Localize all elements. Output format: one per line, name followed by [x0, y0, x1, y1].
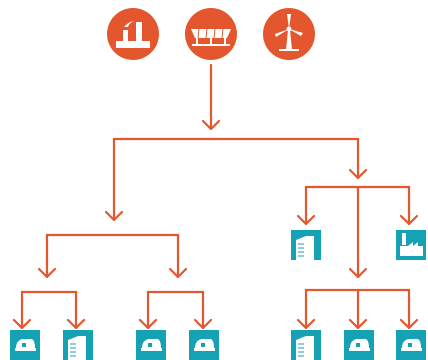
consumer-house-1 — [10, 330, 40, 360]
house-icon — [15, 339, 36, 351]
wind-turbine-icon — [275, 14, 303, 51]
factory-icon — [400, 233, 423, 256]
consumer-factory-1 — [396, 230, 426, 260]
arrowheads — [12, 119, 419, 330]
house-icon — [349, 339, 370, 351]
connector-lines — [20, 63, 411, 330]
solar-panel-icon — [191, 28, 231, 46]
solar-farm-node — [185, 8, 237, 60]
power-plant-node — [107, 8, 159, 60]
consumer-house-4 — [344, 330, 374, 360]
house-icon — [194, 339, 215, 351]
consumer-house-5 — [396, 330, 426, 360]
building-icon — [296, 236, 314, 260]
factory-icon — [116, 21, 150, 48]
consumer-building-1 — [63, 330, 93, 360]
building-icon — [296, 336, 314, 360]
consumer-house-3 — [189, 330, 219, 360]
consumer-house-2 — [136, 330, 166, 360]
building-icon — [68, 336, 86, 360]
house-icon — [401, 339, 422, 351]
consumer-building-3 — [291, 330, 321, 360]
wind-turbine-node — [263, 8, 315, 60]
consumer-building-2 — [291, 230, 321, 260]
house-icon — [141, 339, 162, 351]
